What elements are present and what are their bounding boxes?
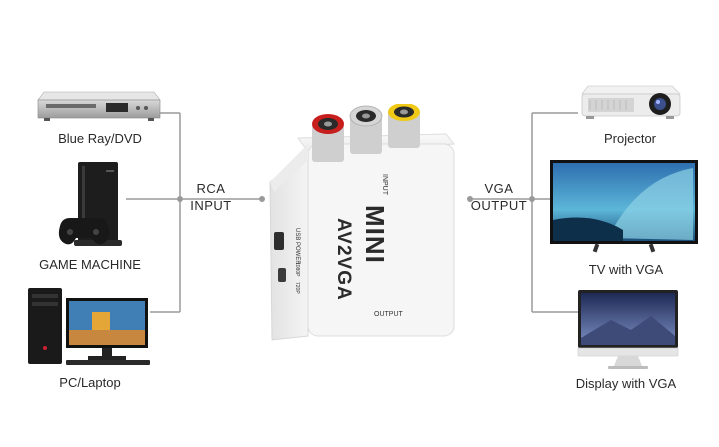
rca-input-line2: INPUT [190,198,232,213]
vga-output-line1: VGA [484,181,514,196]
device-label-pc: PC/Laptop [59,375,121,390]
model-text: AV2VGA [333,218,354,301]
dvd-player-icon [37,91,161,121]
device-label-tv: TV with VGA [588,262,664,277]
device-label-game: GAME MACHINE [39,257,141,272]
game-console-icon [58,162,122,246]
rca-input-label: RCA INPUT [186,180,236,214]
vga-output-line2: OUTPUT [470,198,528,213]
device-label-projector: Projector [603,131,657,146]
desktop-pc-icon [28,288,150,365]
usb-power-port [274,232,284,250]
port-output-label: OUTPUT [374,311,403,318]
rca-jack-white [349,105,383,154]
port-power-label: USB POWER [294,228,300,265]
port-input-label: INPUT [381,174,388,195]
rca-input-line1: RCA [196,181,226,196]
brand-text: MINI [360,205,390,264]
vga-output-label: VGA OUTPUT [468,180,530,214]
device-label-monitor: Display with VGA [575,376,677,391]
rca-jack-red [312,114,344,162]
switch-label-720: 720P [294,282,300,294]
tv-icon [550,160,698,253]
rca-jack-yellow [388,104,420,148]
switch-label-1080: 1080P [294,262,300,277]
device-label-dvd: Blue Ray/DVD [58,131,142,146]
monitor-icon [577,290,679,369]
rca-jacks [312,104,420,162]
projector-icon [581,85,681,119]
resolution-switch [278,268,286,282]
